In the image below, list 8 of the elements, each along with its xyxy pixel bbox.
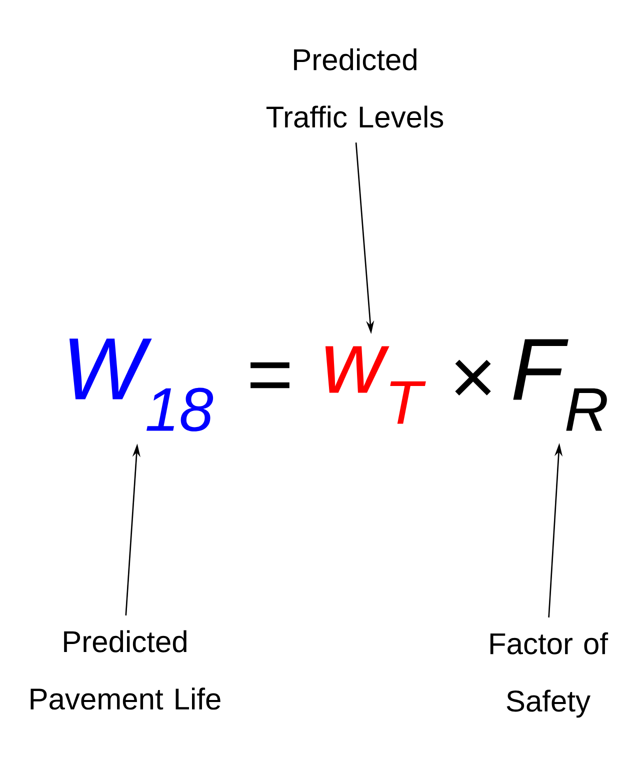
caption-text: Factor of Safety — [490, 632, 608, 718]
caption-text: Predicted Traffic Levels — [266, 48, 444, 128]
operator-sign: × — [455, 360, 491, 396]
formula-term: W$_{18}$ — [70, 338, 214, 432]
formula-term: F$_{R}$ — [513, 339, 607, 431]
formula-term: w$_{T}$ — [325, 346, 426, 424]
operator-sign: = — [250, 362, 290, 388]
caption-text: Predicted Pavement Life — [30, 630, 220, 710]
